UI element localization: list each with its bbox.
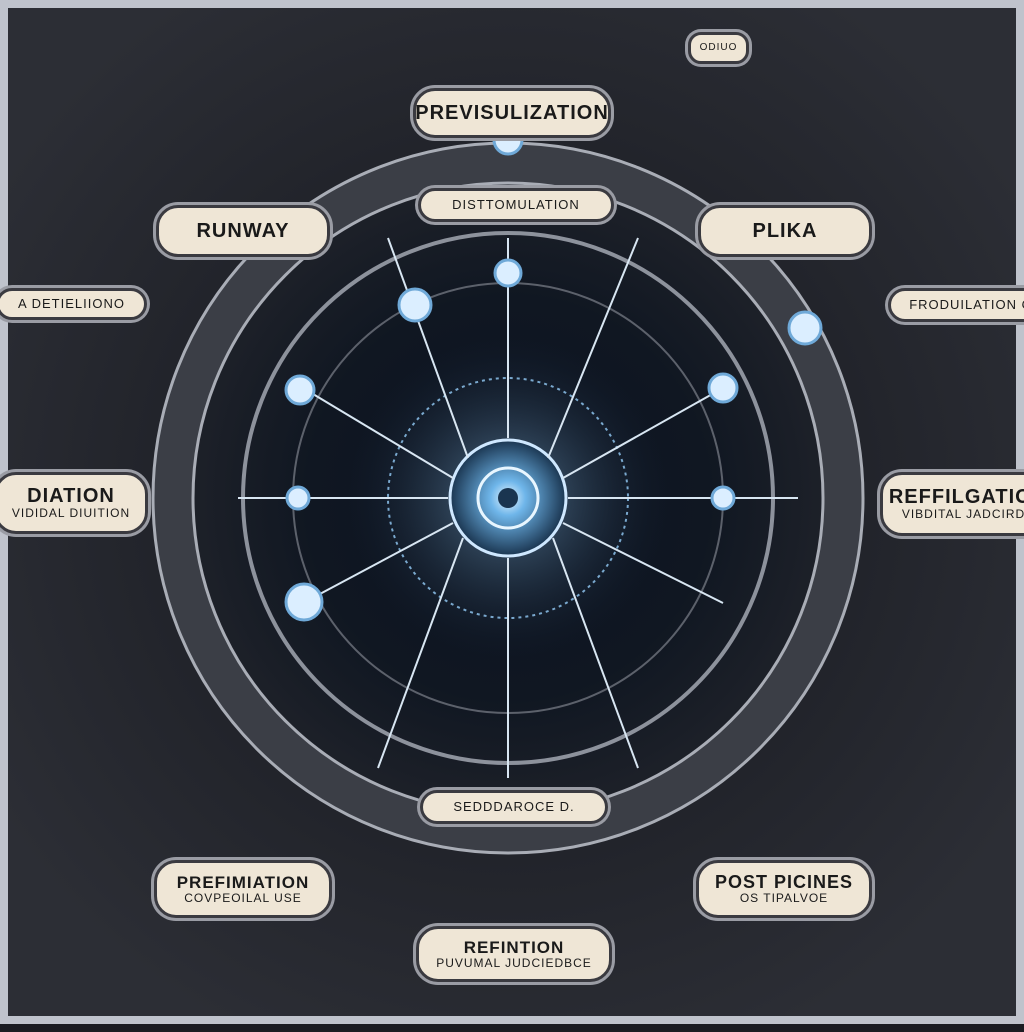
badge-text: ODIUO bbox=[699, 41, 738, 53]
central-hub-diagram bbox=[151, 124, 865, 855]
label-subtitle: VIDIDAL DIUITION bbox=[11, 506, 131, 521]
label-runway: RUNWAY bbox=[156, 205, 330, 257]
label-left-upper: A DETIELIIONO bbox=[0, 288, 147, 320]
label-subtitle: VIBDITAL JADCIRDE bbox=[901, 507, 1024, 522]
label-title: RUNWAY bbox=[196, 219, 290, 242]
node-markers bbox=[284, 124, 823, 622]
label-subtitle: PUVUMAL JUDCIEDBCE bbox=[436, 955, 592, 970]
label-plika: PLIKA bbox=[698, 205, 872, 257]
label-bottom-right: POST PICINES OS TIPALVOE bbox=[696, 860, 872, 918]
label-title: POST PICINES bbox=[714, 872, 854, 893]
badge: ODIUO bbox=[688, 32, 749, 64]
label-subtitle: COVPEOILAL USE bbox=[184, 890, 302, 905]
label-title: DISTTOMULATION bbox=[452, 197, 580, 213]
label-title: REFFILGATION bbox=[888, 486, 1024, 509]
label-right-upper: FRODUILATION O bbox=[888, 288, 1024, 322]
label-title: PLIKA bbox=[752, 219, 818, 242]
label-title: PREVISULIZATION bbox=[415, 101, 609, 124]
label-subtitle: OS TIPALVOE bbox=[739, 891, 829, 906]
label-right-mid: REFFILGATION VIBDITAL JADCIRDE bbox=[880, 472, 1024, 536]
label-title: PREFIMIATION bbox=[176, 872, 310, 892]
label-arc-bottom: SEDDDAROCE D. bbox=[420, 790, 608, 824]
label-title: FRODUILATION O bbox=[909, 297, 1024, 313]
connector-arrows bbox=[238, 237, 798, 778]
label-left-mid: DIATION VIDIDAL DIUITION bbox=[0, 472, 148, 534]
label-title: SEDDDAROCE D. bbox=[453, 799, 575, 815]
label-title: A DETIELIIONO bbox=[18, 296, 125, 312]
label-title: REFINTION bbox=[463, 937, 565, 957]
outer-ring bbox=[153, 143, 863, 853]
label-previsualization: PREVISULIZATION bbox=[413, 88, 611, 138]
label-title: DIATION bbox=[27, 485, 115, 508]
label-bottom-center: REFINTION PUVUMAL JUDCIEDBCE bbox=[416, 926, 612, 982]
label-bottom-left: PREFIMIATION COVPEOILAL USE bbox=[154, 860, 332, 918]
label-arc-top: DISTTOMULATION bbox=[418, 188, 614, 222]
